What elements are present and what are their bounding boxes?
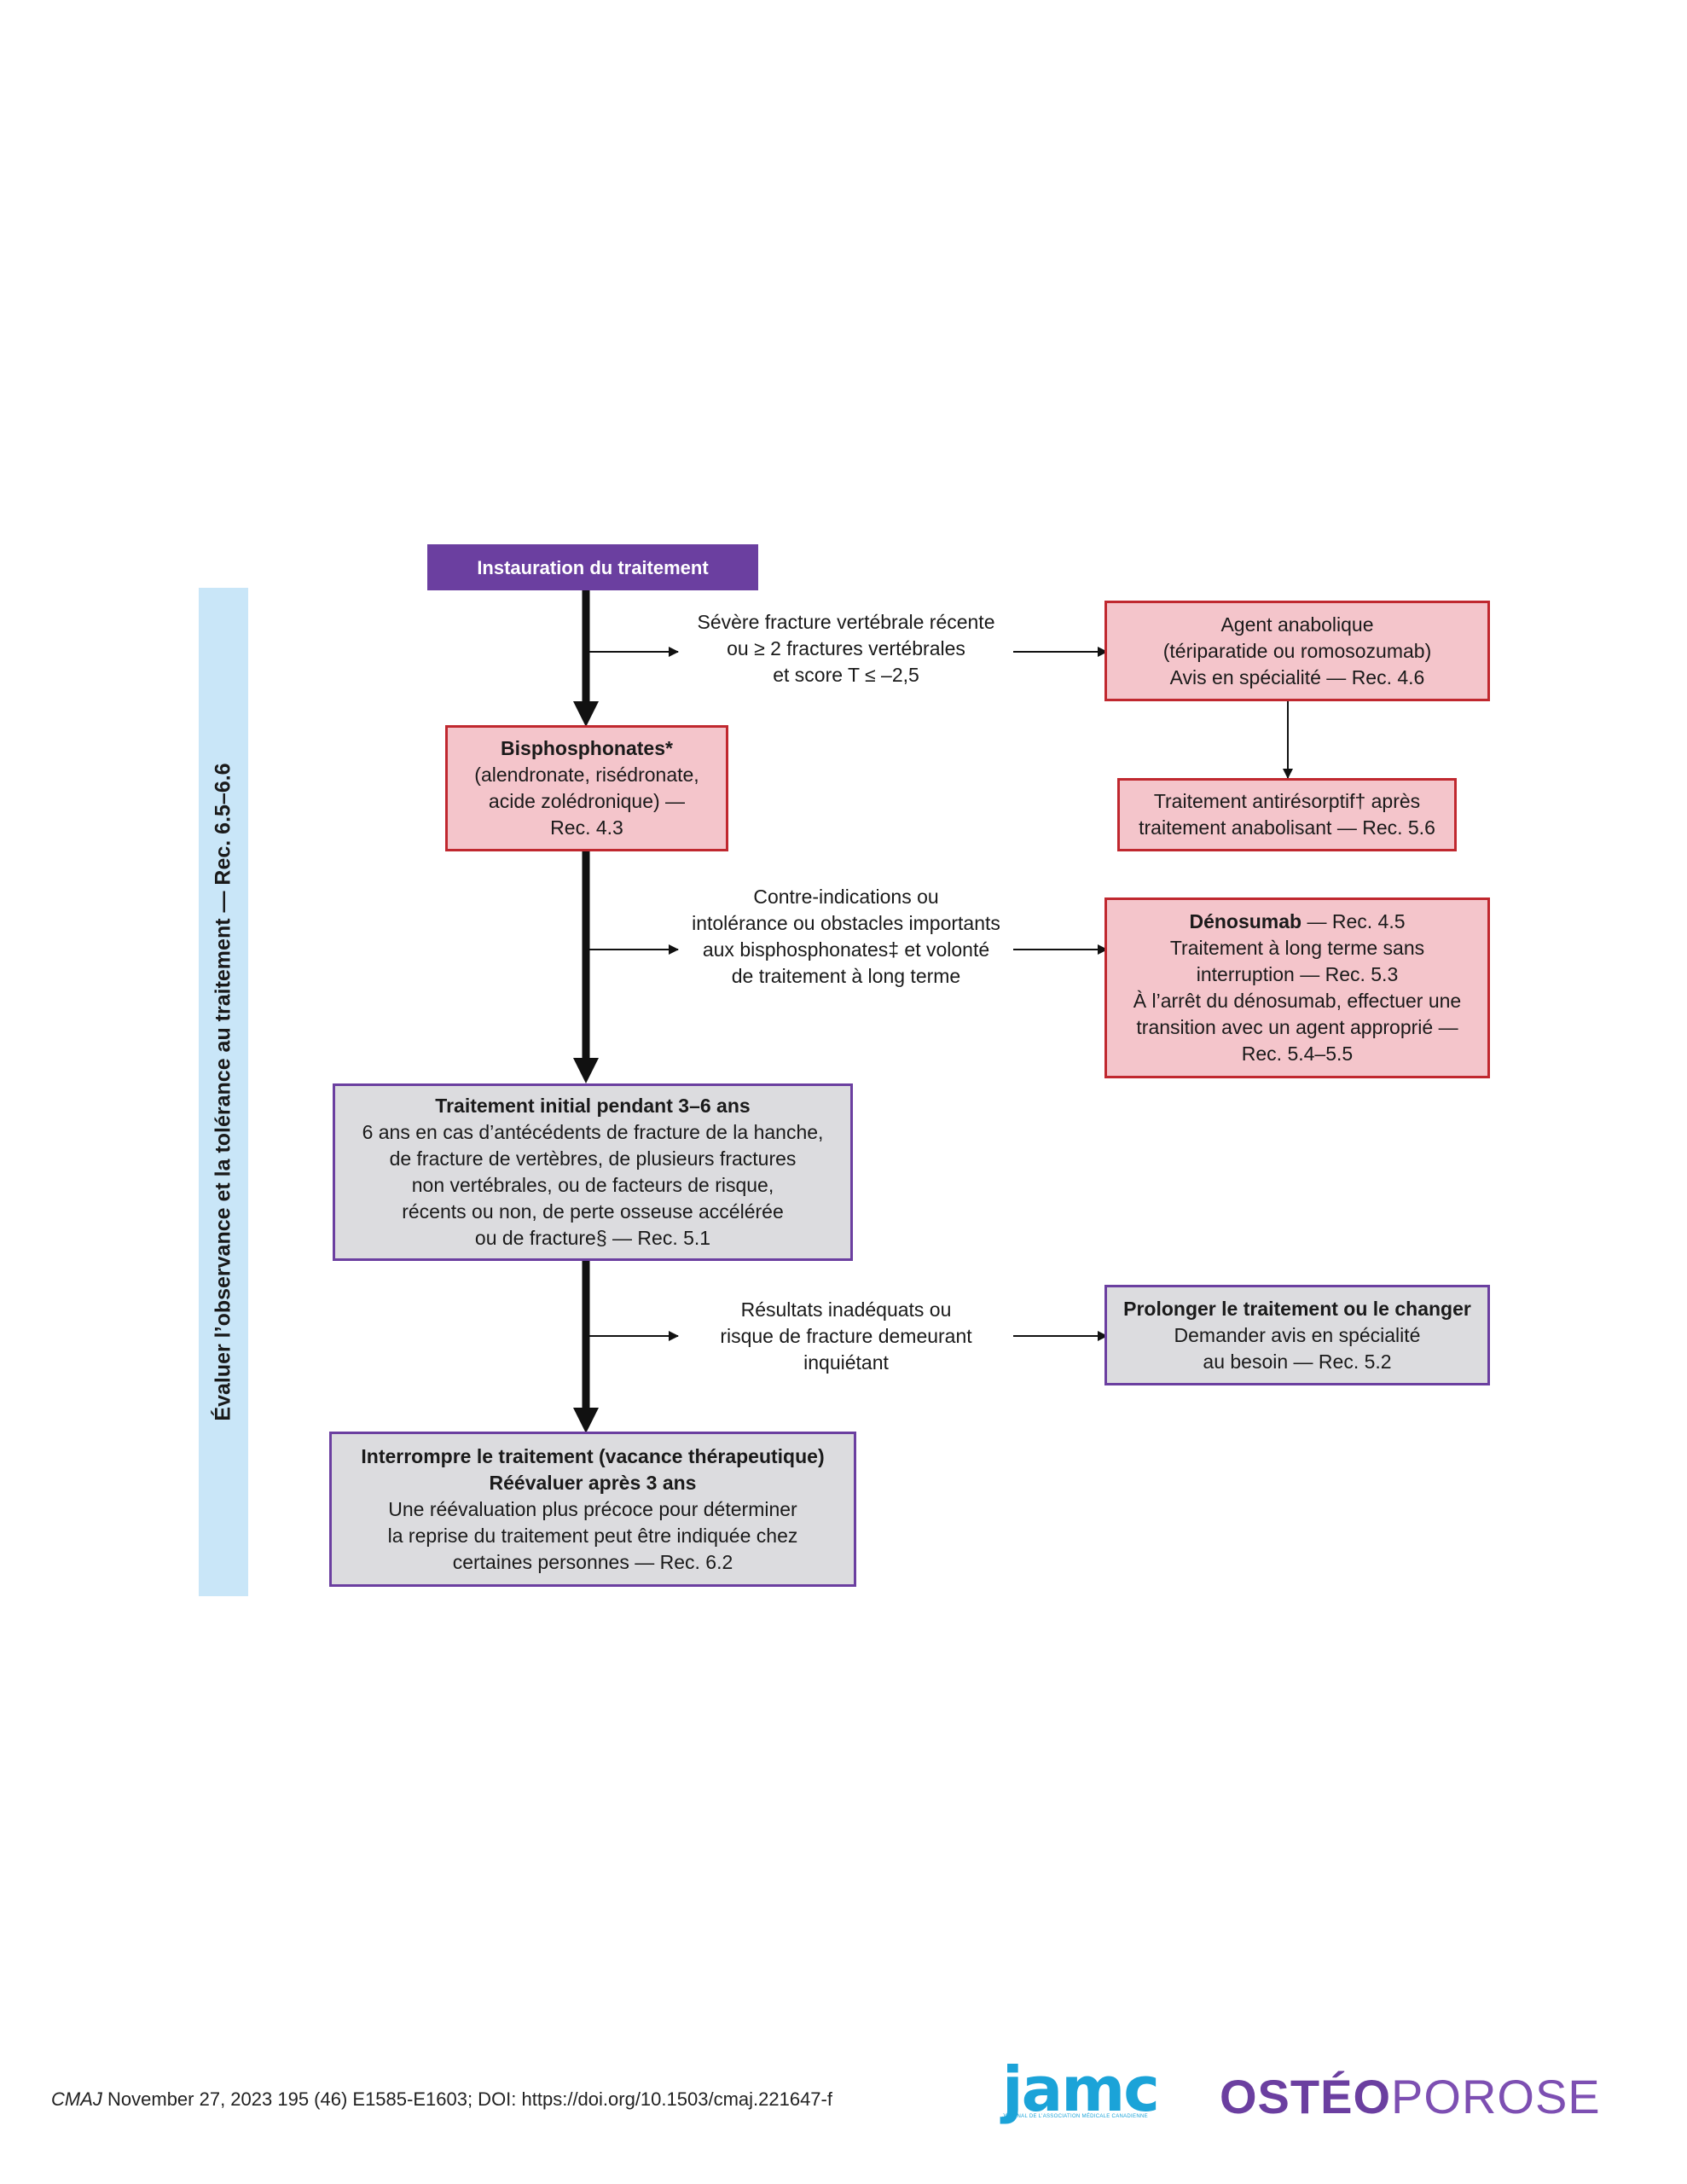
anabolic-line: (tériparatide ou romosozumab)	[1162, 639, 1432, 662]
condition-severe-fracture: Sévère fracture vertébrale récente ou ≥ …	[682, 609, 1010, 688]
denosumab-line: À l’arrêt du dénosumab, effectuer une	[1133, 990, 1462, 1012]
condition1-line: Sévère fracture vertébrale récente	[697, 611, 995, 633]
bisphosphonates-line: Rec. 4.3	[550, 816, 623, 839]
bisphosphonates-title: Bisphosphonates*	[501, 737, 673, 759]
sidebar-band	[199, 588, 248, 1596]
denosumab-line: Traitement à long terme sans	[1169, 937, 1425, 959]
main-arrowhead-1	[573, 701, 599, 727]
holiday-line: la reprise du traitement peut être indiq…	[387, 1524, 798, 1547]
initial-line: de fracture de vertèbres, de plusieurs f…	[389, 1147, 797, 1170]
initial-title: Traitement initial pendant 3–6 ans	[435, 1095, 751, 1117]
holiday-line: Une réévaluation plus précoce pour déter…	[388, 1497, 797, 1520]
osteo-bold-part: OSTÉO	[1220, 2070, 1392, 2123]
start-label: Instauration du traitement	[477, 556, 709, 578]
condition2-line: intolérance ou obstacles importants	[692, 912, 1000, 934]
condition2-line: Contre-indications ou	[753, 886, 939, 908]
antiresorptive-box: Traitement antirésorptif† après traiteme…	[1117, 778, 1457, 851]
citation-text: November 27, 2023 195 (46) E1585-E1603; …	[101, 2088, 832, 2110]
treatment-holiday-box: Interrompre le traitement (vacance théra…	[329, 1432, 856, 1587]
condition3-line: risque de fracture demeurant	[720, 1325, 972, 1347]
condition1-line: ou ≥ 2 fractures vertébrales	[727, 637, 965, 659]
denosumab-box: Dénosumab — Rec. 4.5 Traitement à long t…	[1104, 897, 1490, 1078]
holiday-subtitle: Réévaluer après 3 ans	[489, 1471, 697, 1494]
condition-contraindications: Contre-indications ou intolérance ou obs…	[674, 884, 1018, 990]
initial-treatment-box: Traitement initial pendant 3–6 ans 6 ans…	[333, 1083, 853, 1261]
condition-inadequate-results: Résultats inadéquats ou risque de fractu…	[682, 1297, 1010, 1376]
antiresorptive-line: traitement anabolisant — Rec. 5.6	[1139, 816, 1435, 839]
denosumab-line: Rec. 5.4–5.5	[1241, 1043, 1354, 1065]
jamc-tagline: JOURNAL DE L’ASSOCIATION MÉDICALE CANADI…	[1002, 2114, 1148, 2119]
main-arrowhead-2	[573, 1058, 599, 1083]
prolong-treatment-box: Prolonger le traitement ou le changer De…	[1104, 1285, 1490, 1385]
holiday-title: Interrompre le traitement (vacance théra…	[361, 1444, 825, 1467]
denosumab-title-suffix: — Rec. 4.5	[1301, 910, 1406, 932]
condition1-line: et score T ≤ –2,5	[773, 664, 919, 686]
condition3-line: inquiétant	[803, 1351, 889, 1374]
anabolic-line: Avis en spécialité — Rec. 4.6	[1169, 665, 1425, 688]
condition2-line: aux bisphosphonates‡ et volonté	[702, 938, 990, 961]
condition2-line: de traitement à long terme	[731, 965, 961, 987]
denosumab-line: transition avec un agent approprié —	[1136, 1016, 1458, 1038]
initial-line: non vertébrales, ou de facteurs de risqu…	[411, 1174, 774, 1196]
denosumab-heading: Dénosumab — Rec. 4.5	[1189, 909, 1405, 935]
initial-line: 6 ans en cas d’antécédents de fracture d…	[362, 1121, 824, 1143]
initial-line: ou de fracture§ — Rec. 5.1	[474, 1227, 711, 1249]
footer-citation: CMAJ November 27, 2023 195 (46) E1585-E1…	[51, 2088, 832, 2111]
jamc-wordmark: jamc	[1002, 2053, 1160, 2125]
antiresorptive-line: Traitement antirésorptif† après	[1153, 790, 1421, 812]
prolong-line: Demander avis en spécialité	[1174, 1323, 1421, 1346]
osteo-light-part: POROSE	[1391, 2070, 1601, 2123]
prolong-title: Prolonger le traitement ou le changer	[1123, 1297, 1471, 1320]
holiday-line: certaines personnes — Rec. 6.2	[452, 1550, 733, 1573]
bisphosphonates-box: Bisphosphonates* (alendronate, risédrona…	[445, 725, 728, 851]
start-node: Instauration du traitement	[427, 544, 758, 590]
osteoporose-logo: OSTÉOPOROSE	[1220, 2071, 1601, 2123]
prolong-line: au besoin — Rec. 5.2	[1203, 1350, 1392, 1373]
jamc-logo: jamc JOURNAL DE L’ASSOCIATION MÉDICALE C…	[1002, 2053, 1160, 2125]
bisphosphonates-line: (alendronate, risédronate,	[474, 764, 699, 786]
anabolic-agent-box: Agent anabolique (tériparatide ou romoso…	[1104, 601, 1490, 701]
condition3-line: Résultats inadéquats ou	[740, 1298, 952, 1321]
anabolic-line: Agent anabolique	[1220, 613, 1374, 636]
denosumab-title: Dénosumab	[1189, 910, 1302, 932]
main-arrowhead-3	[573, 1408, 599, 1433]
journal-name: CMAJ	[51, 2088, 102, 2110]
bisphosphonates-line: acide zolédronique) —	[488, 790, 686, 812]
initial-line: récents ou non, de perte osseuse accélér…	[402, 1200, 784, 1223]
denosumab-line: interruption — Rec. 5.3	[1196, 963, 1399, 985]
